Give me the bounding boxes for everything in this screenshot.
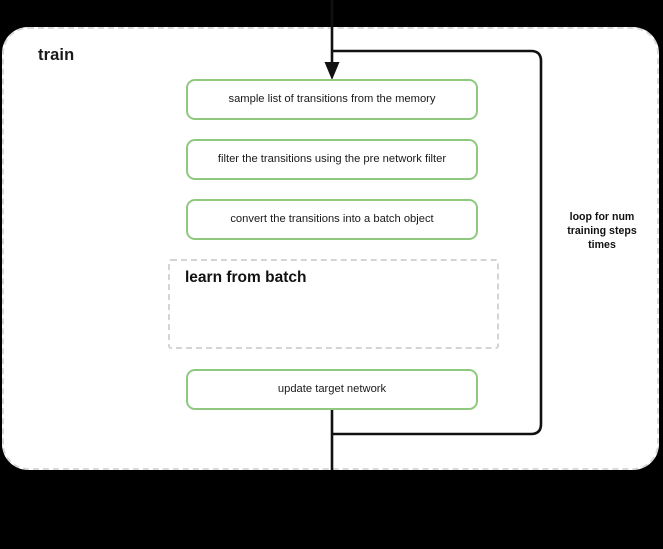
loop-annotation: loop for num training steps times <box>546 211 658 253</box>
container-title: train <box>38 46 75 64</box>
loop-annotation-line-2: training steps <box>567 224 637 237</box>
loop-annotation-line-1: loop for num <box>569 211 635 223</box>
step-filter-transitions[interactable]: filter the transitions using the pre net… <box>186 139 478 180</box>
step-label: sample list of transitions from the memo… <box>228 92 436 105</box>
step-label: update target network <box>277 382 387 395</box>
step-sample-transitions[interactable]: sample list of transitions from the memo… <box>186 79 478 120</box>
step-label: convert the transitions into a batch obj… <box>230 212 434 225</box>
group-learn-from-batch[interactable]: learn from batch <box>168 259 499 349</box>
step-label: filter the transitions using the pre net… <box>217 152 447 165</box>
step-update-target-network[interactable]: update target network <box>186 369 478 410</box>
step-convert-to-batch[interactable]: convert the transitions into a batch obj… <box>186 199 478 240</box>
loop-annotation-line-3: times <box>588 238 616 251</box>
group-title: learn from batch <box>185 269 307 286</box>
